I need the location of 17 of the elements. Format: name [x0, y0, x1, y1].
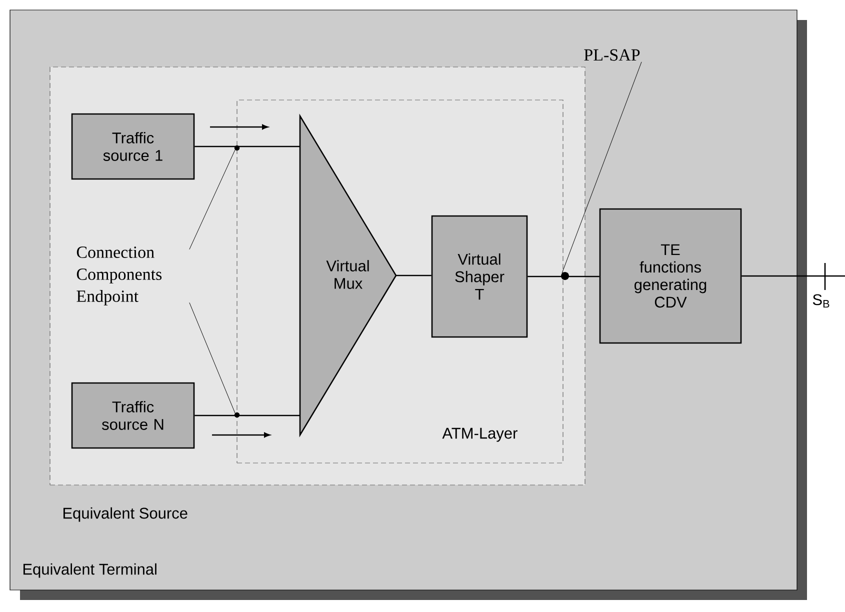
- process-box: Virtual Shaper T: [431, 215, 528, 338]
- connector-line: [194, 146, 300, 148]
- connector-line: [528, 276, 600, 278]
- process-box: Traffic source N: [71, 382, 195, 449]
- callout-text: PL-SAP: [584, 49, 640, 61]
- connector-line: [194, 414, 300, 416]
- process-box: Traffic source 1: [71, 113, 195, 180]
- connector-line: [396, 274, 432, 276]
- leader-line: [562, 62, 642, 274]
- process-box: TE functions generating CDV: [599, 208, 742, 344]
- reference-point-label: S$_{B}$: [812, 294, 830, 308]
- node-label: Equivalent Source: [63, 507, 188, 522]
- callout-text: Connection Components Endpoint: [76, 246, 162, 306]
- leader-line: [189, 302, 236, 414]
- junction-dot: [561, 272, 569, 280]
- connector-line: [742, 275, 845, 277]
- leader-line: [189, 150, 236, 250]
